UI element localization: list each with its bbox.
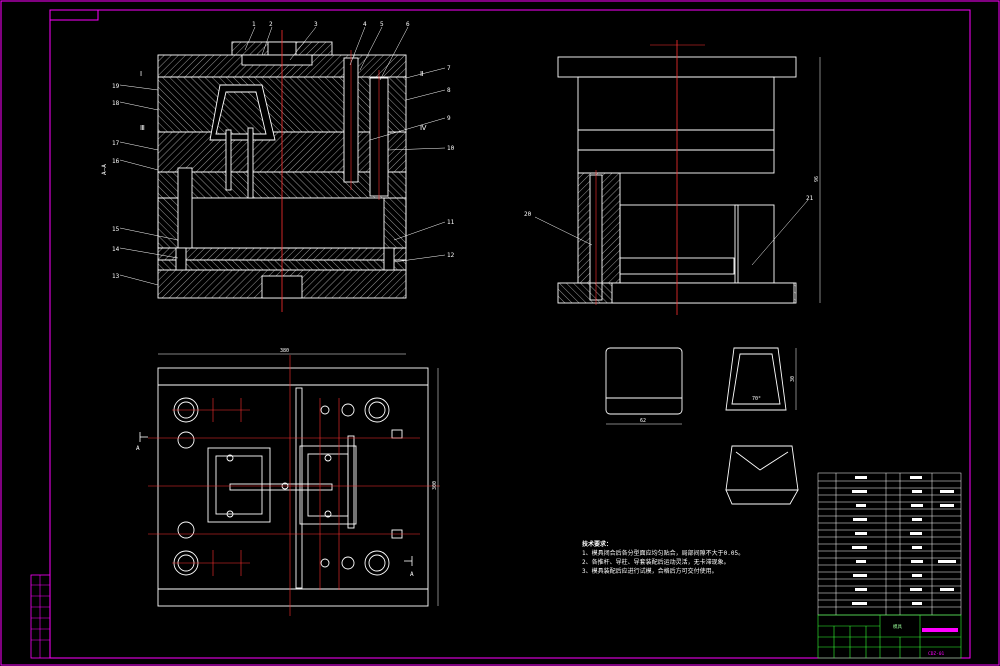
part-labels-right: 7 8 9 10 11 12 — [447, 65, 455, 259]
technical-notes: 技术要求： 1、模具闭合后各分型面应均匀贴合，局部间隙不大于0.05。 2、各推… — [582, 540, 782, 576]
part-height-value: 30 — [790, 376, 796, 382]
label-4: 4 — [363, 21, 367, 28]
label-11: 11 — [447, 219, 455, 226]
part-iso-view — [725, 445, 799, 505]
label-15: 15 — [112, 226, 120, 233]
bom-entries — [852, 476, 956, 605]
label-1: 1 — [252, 21, 256, 28]
label-5: 5 — [380, 21, 384, 28]
label-10: 10 — [447, 145, 455, 152]
label-19: 19 — [112, 83, 120, 90]
part-front-view — [605, 347, 683, 415]
title-school-bar — [922, 628, 958, 632]
part-section-view — [725, 347, 787, 411]
label-6: 6 — [406, 21, 410, 28]
side-height-value: 96 — [814, 176, 820, 182]
label-8: 8 — [447, 87, 451, 94]
label-7: 7 — [447, 65, 451, 72]
title-drawing-number: CDZ-01 — [928, 651, 945, 657]
cut-arrows — [139, 432, 413, 566]
leader-21 — [751, 199, 809, 266]
label-12: 12 — [447, 252, 455, 259]
part-labels-left: 19 18 17 16 15 14 13 — [112, 83, 120, 280]
label-14: 14 — [112, 246, 120, 253]
plan-width-value: 380 — [280, 348, 289, 354]
title-drawing-name: 模具 — [893, 623, 902, 630]
label-3: 3 — [314, 21, 318, 28]
cut-marker-left: A — [136, 445, 140, 452]
label-17: 17 — [112, 140, 120, 147]
part-labels-top: 1 2 3 4 5 6 — [252, 21, 410, 28]
side-view — [557, 56, 797, 304]
bom-table — [817, 472, 962, 616]
note-item-1: 1、模具闭合后各分型面应均匀贴合，局部间隙不大于0.05。 — [582, 550, 745, 557]
part-width-value: 62 — [640, 418, 646, 424]
section-label: A—A — [101, 164, 108, 175]
plan-view — [157, 367, 429, 607]
plan-height-value: 300 — [432, 481, 438, 490]
marker-3: Ⅲ — [140, 124, 145, 132]
label-21: 21 — [806, 195, 814, 202]
plan-center-lines — [148, 355, 440, 616]
label-18: 18 — [112, 100, 120, 107]
leader-20 — [534, 216, 593, 246]
note-item-3: 3、模具装配后应进行试模，合格后方可交付使用。 — [582, 568, 718, 575]
label-9: 9 — [447, 115, 451, 122]
view-markers: Ⅰ Ⅲ Ⅱ Ⅳ — [140, 70, 427, 132]
cut-marker-right: A — [410, 571, 414, 578]
label-16: 16 — [112, 158, 120, 165]
label-13: 13 — [112, 273, 120, 280]
cut-markers: A A — [136, 445, 414, 578]
marker-4: Ⅳ — [420, 124, 427, 132]
part-angle-value: 70° — [752, 396, 761, 402]
sheet-inner-frame — [49, 9, 971, 659]
notes-title: 技术要求： — [582, 541, 613, 548]
leaders-top — [119, 26, 446, 286]
title-block — [817, 614, 962, 659]
corner-tag — [49, 9, 99, 21]
marker-1: Ⅰ — [140, 70, 142, 78]
marker-2: Ⅱ — [420, 70, 423, 78]
label-2: 2 — [269, 21, 273, 28]
binding-strip — [30, 574, 51, 659]
label-20: 20 — [524, 211, 532, 218]
note-item-2: 2、各推杆、导柱、导套装配后运动灵活，无卡滞现象。 — [582, 559, 730, 566]
